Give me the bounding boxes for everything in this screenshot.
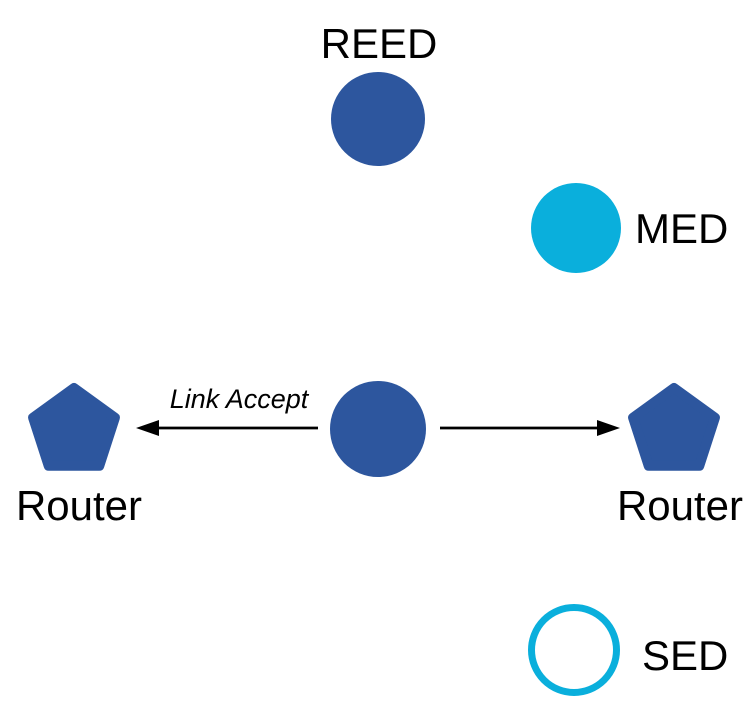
right-arrowhead-icon	[597, 420, 620, 436]
center-circle-icon	[330, 381, 426, 477]
reed-circle-icon	[331, 72, 425, 166]
sed-label: SED	[642, 632, 728, 679]
router-right-label: Router	[617, 482, 743, 529]
med-label: MED	[635, 205, 728, 252]
router-right-node	[628, 383, 720, 471]
left-arrowhead-icon	[136, 420, 159, 436]
router-left-label: Router	[16, 482, 142, 529]
link-accept-label: Link Accept	[170, 384, 310, 414]
router-left-node	[28, 383, 120, 471]
sed-circle-icon	[528, 604, 620, 696]
med-circle-icon	[531, 183, 621, 273]
reed-label: REED	[321, 20, 438, 67]
router-left-pentagon-icon	[28, 383, 120, 471]
router-right-pentagon-icon	[628, 383, 720, 471]
